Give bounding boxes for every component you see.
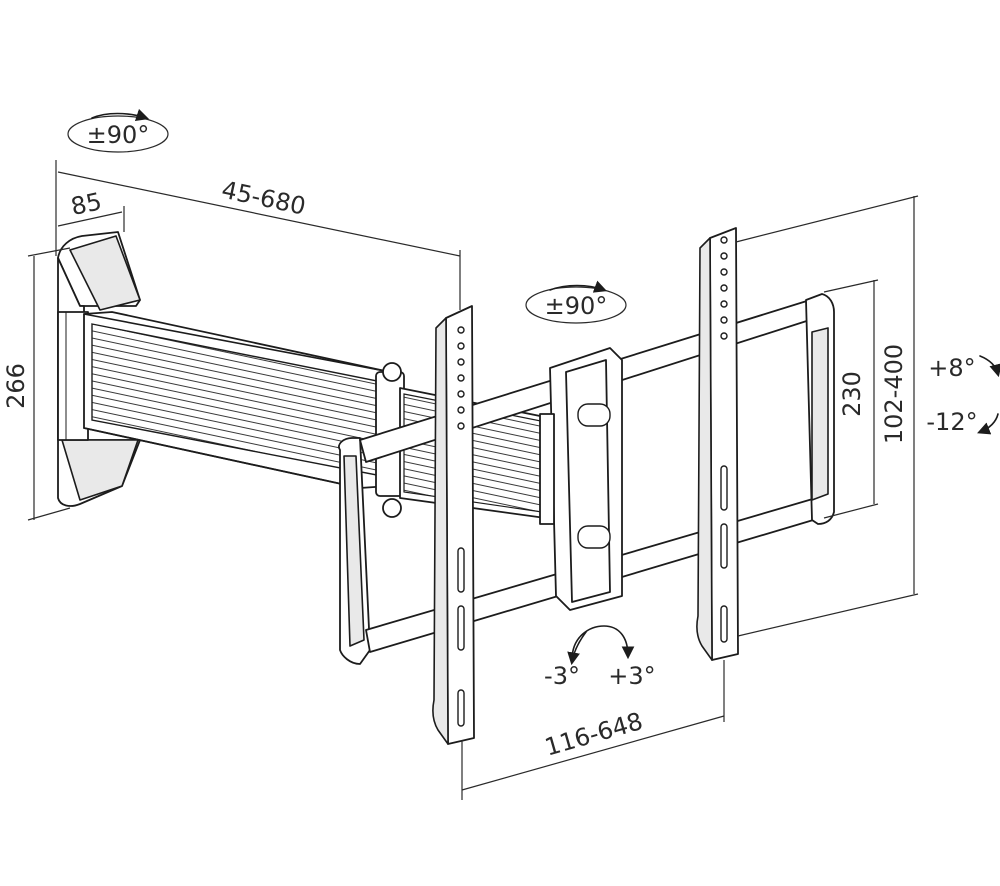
rotation-right-label: +3°: [608, 662, 655, 690]
rotation-indicators: [67, 108, 1000, 666]
wall-plate-depth-label: 85: [68, 187, 104, 221]
hanger-right-holes: [720, 236, 728, 643]
hanger-left-holes: [457, 326, 465, 727]
dimension-lines: [27, 160, 919, 800]
horizontal-range-label: 116-648: [542, 707, 646, 762]
wall-plate: [57, 231, 141, 507]
vertical-hanger-right: [696, 227, 739, 661]
tilt-down-label: -12°: [926, 408, 977, 436]
tilt-up-label: +8°: [928, 354, 975, 382]
vertical-hanger-left: [432, 305, 475, 745]
rotation-left-label: -3°: [544, 662, 580, 690]
bracket-swivel-label: ±90°: [545, 292, 608, 320]
vertical-inner-label: 230: [838, 371, 866, 417]
arm-swivel-label: ±90°: [87, 121, 150, 149]
vertical-range-label: 102-400: [880, 344, 908, 444]
wall-plate-height-label: 266: [2, 363, 30, 409]
arm-extension-label: 45-680: [219, 176, 308, 221]
